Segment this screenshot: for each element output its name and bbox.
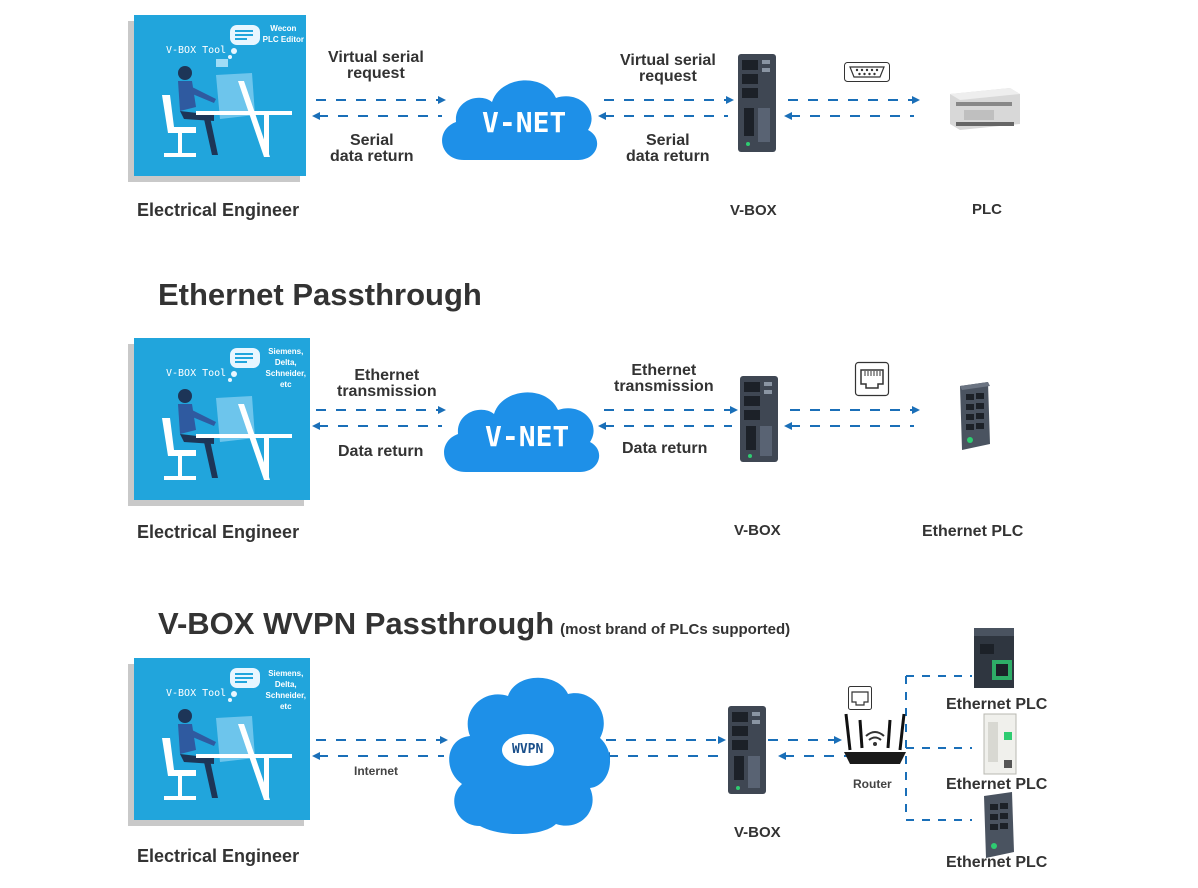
ethernet-plc-label: Ethernet PLC	[946, 696, 1048, 713]
wvpn-cloud	[449, 677, 611, 835]
serial-port-icon	[844, 62, 890, 82]
ethernet-plc-icon	[983, 713, 1017, 775]
engineer-at-desk-icon	[162, 668, 292, 800]
panel-note: Siemens, Delta, Schneider, etc	[265, 347, 306, 389]
left-return-label: Data return	[338, 443, 424, 460]
vnet-cloud-label: V-NET	[482, 106, 567, 139]
ethernet-plc-label: Ethernet PLC	[946, 854, 1048, 871]
internet-label: Internet	[354, 764, 399, 778]
right-return-label: Serial data return	[626, 132, 710, 165]
engineer-panel-ethernet: V-BOX Tool Siemens, Delta, Schneider, et…	[134, 338, 310, 500]
vnet-cloud-label: V-NET	[485, 420, 570, 453]
ethernet-plc-label: Ethernet PLC	[922, 523, 1024, 540]
engineer-at-desk-icon	[162, 348, 292, 480]
engineer-at-desk-icon	[162, 25, 292, 157]
engineer-label: Electrical Engineer	[137, 522, 300, 542]
panel-tool-label: V-BOX Tool	[166, 45, 227, 56]
engineer-panel-wvpn: V-BOX Tool Siemens, Delta, Schneider, et…	[134, 658, 310, 820]
wvpn-cloud-label: WVPN	[512, 742, 544, 757]
left-request-label: Ethernet transmission	[337, 367, 437, 400]
vbox-label: V-BOX	[734, 824, 781, 841]
left-request-label: Virtual serial request	[328, 49, 424, 82]
wvpn-title-note: (most brand of PLCs supported)	[560, 621, 791, 638]
wvpn-section-title: V-BOX WVPN Passthrough (most brand of PLC…	[158, 606, 790, 642]
plc-icon	[950, 88, 1020, 130]
right-return-label: Data return	[622, 440, 708, 457]
ethernet-plc-label: Ethernet PLC	[946, 776, 1048, 793]
panel-tool-label: V-BOX Tool	[166, 368, 227, 379]
vbox-label: V-BOX	[734, 522, 781, 539]
router-label: Router	[853, 777, 892, 791]
plc-label: PLC	[972, 201, 1002, 218]
panel-tool-label: V-BOX Tool	[166, 688, 227, 699]
ethernet-section-title: Ethernet Passthrough	[158, 277, 482, 312]
rj45-port-icon	[854, 361, 890, 397]
vbox-device-icon	[738, 54, 776, 152]
left-return-label: Serial data return	[330, 132, 414, 165]
vnet-cloud-ethernet	[444, 392, 600, 472]
engineer-panel-serial: V-BOX Tool Wecon PLC Editor	[134, 15, 306, 176]
panel-note: Siemens, Delta, Schneider, etc	[265, 669, 306, 711]
vbox-device-icon	[728, 706, 766, 794]
right-request-label: Virtual serial request	[620, 52, 716, 85]
vnet-cloud-serial	[442, 80, 598, 160]
wvpn-title-text: V-BOX WVPN Passthrough	[158, 606, 555, 641]
ethernet-plc-icon	[984, 792, 1014, 858]
router-icon	[844, 713, 906, 764]
vbox-device-icon	[740, 376, 778, 462]
engineer-label: Electrical Engineer	[137, 846, 300, 866]
panel-note: Wecon PLC Editor	[262, 24, 304, 44]
engineer-label: Electrical Engineer	[137, 200, 300, 220]
ethernet-plc-icon	[974, 628, 1014, 688]
ethernet-plc-icon	[960, 382, 990, 450]
right-request-label: Ethernet transmission	[614, 362, 714, 395]
rj45-port-icon	[848, 686, 872, 710]
vbox-label: V-BOX	[730, 202, 777, 219]
